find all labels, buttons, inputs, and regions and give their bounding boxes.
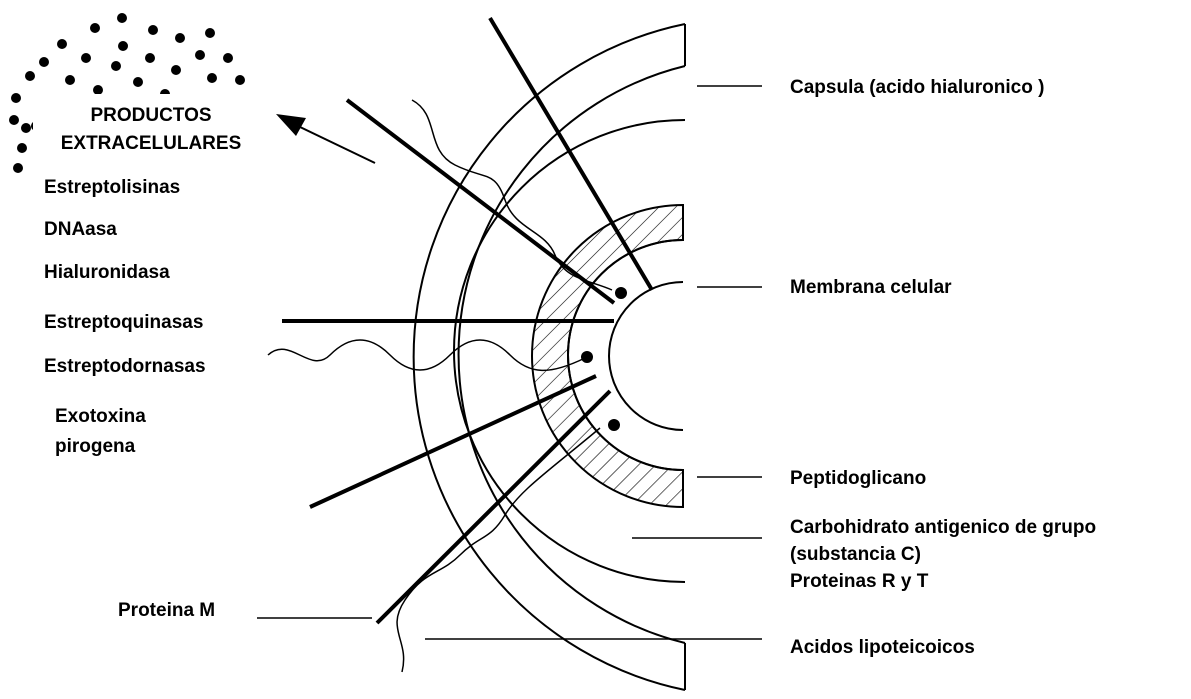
- lipoteichoic-label: Acidos lipoteicoicos: [790, 637, 975, 658]
- product-dot: [81, 53, 91, 63]
- right-labels: Capsula (acido hialuronico ) Membrana ce…: [790, 77, 1096, 658]
- proteins-rt-label: Proteinas R y T: [790, 571, 929, 592]
- product-dot: [111, 61, 121, 71]
- product-dot: [21, 123, 31, 133]
- products-heading-line1: PRODUCTOS: [90, 105, 211, 126]
- product-dot: [195, 50, 205, 60]
- product-dot: [175, 33, 185, 43]
- product-dot: [235, 75, 245, 85]
- peptidoglycan-label: Peptidoglicano: [790, 468, 926, 489]
- product-dot: [9, 115, 19, 125]
- left-labels: PRODUCTOS EXTRACELULARES Estreptolisinas…: [44, 105, 241, 621]
- product-dot: [205, 28, 215, 38]
- product-dot: [207, 73, 217, 83]
- product-dot: [39, 57, 49, 67]
- product-dot: [11, 93, 21, 103]
- product-dot: [223, 53, 233, 63]
- product-dot: [13, 163, 23, 173]
- product-dot: [57, 39, 67, 49]
- secretion-arrow: [276, 114, 375, 163]
- product-dot: [93, 85, 103, 95]
- carbohydrate-label-line1: Carbohidrato antigenico de grupo: [790, 517, 1096, 538]
- product-dot: [133, 77, 143, 87]
- exotoxin-line2: pirogena: [55, 436, 136, 457]
- label-leader-lines: [257, 86, 762, 639]
- product-item: Hialuronidasa: [44, 262, 170, 283]
- product-item: Estreptodornasas: [44, 356, 206, 377]
- product-dot: [118, 41, 128, 51]
- product-dot: [17, 143, 27, 153]
- products-heading-line2: EXTRACELULARES: [61, 133, 242, 154]
- protein-m-label: Proteina M: [118, 600, 215, 621]
- product-item: Estreptoquinasas: [44, 312, 203, 333]
- membrane-dots: [581, 287, 627, 431]
- product-dot: [145, 53, 155, 63]
- product-dot: [117, 13, 127, 23]
- spoke-lines: [282, 18, 652, 623]
- product-dot: [25, 71, 35, 81]
- product-dot: [171, 65, 181, 75]
- product-dot: [148, 25, 158, 35]
- exotoxin-line1: Exotoxina: [55, 406, 146, 427]
- capsule-label: Capsula (acido hialuronico ): [790, 77, 1044, 98]
- product-item: DNAasa: [44, 219, 117, 240]
- carbohydrate-label-line2: (substancia C): [790, 544, 921, 565]
- product-item: Estreptolisinas: [44, 177, 180, 198]
- product-dot: [90, 23, 100, 33]
- product-dot: [65, 75, 75, 85]
- peptidoglycan-band: [532, 205, 683, 507]
- membrane-label: Membrana celular: [790, 277, 952, 298]
